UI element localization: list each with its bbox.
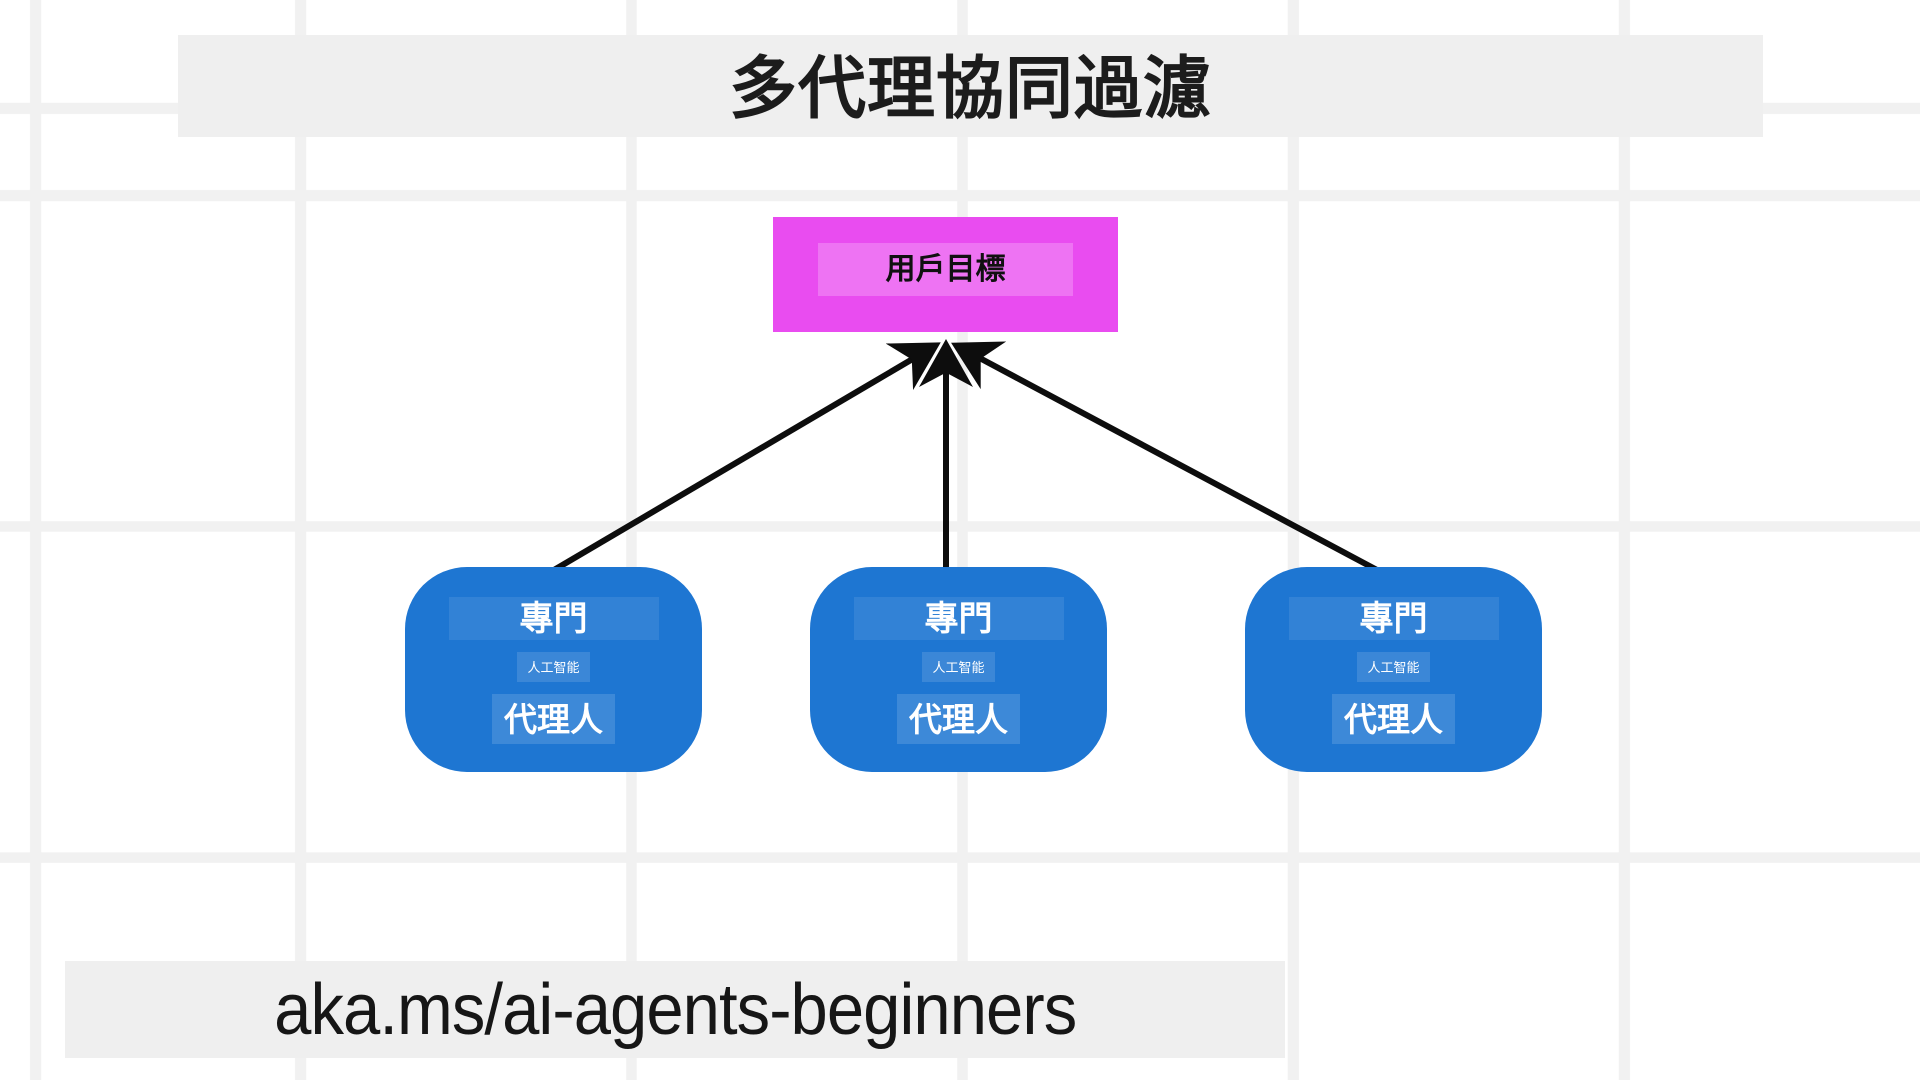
arrow-right-agent-to-goal <box>951 341 1379 573</box>
goal-node: 用戶目標 <box>773 217 1118 332</box>
title-banner: 多代理協同過濾 <box>178 35 1763 137</box>
goal-label: 用戶目標 <box>885 252 1006 286</box>
agent-node-3: 專門 人工智能 代理人 <box>1245 567 1542 772</box>
footer-link-text: aka.ms/ai-agents-beginners <box>273 969 1077 1050</box>
agent-3-line2: 人工智能 <box>1357 652 1430 682</box>
agent-node-1: 專門 人工智能 代理人 <box>405 567 702 772</box>
agent-1-line3: 代理人 <box>492 694 615 744</box>
page-title: 多代理協同過濾 <box>728 51 1212 127</box>
agent-node-2: 專門 人工智能 代理人 <box>810 567 1107 772</box>
agent-2-line2: 人工智能 <box>922 652 995 682</box>
agent-2-line3: 代理人 <box>897 694 1020 744</box>
agent-3-line3: 代理人 <box>1332 694 1455 744</box>
goal-label-band: 用戶目標 <box>818 243 1073 296</box>
footer-banner: aka.ms/ai-agents-beginners <box>65 961 1285 1058</box>
agent-2-line1: 專門 <box>853 597 1064 640</box>
arrow-left-agent-to-goal <box>552 342 941 573</box>
agent-1-line2: 人工智能 <box>517 652 590 682</box>
agent-1-line1: 專門 <box>448 597 659 640</box>
agent-3-line1: 專門 <box>1288 597 1499 640</box>
